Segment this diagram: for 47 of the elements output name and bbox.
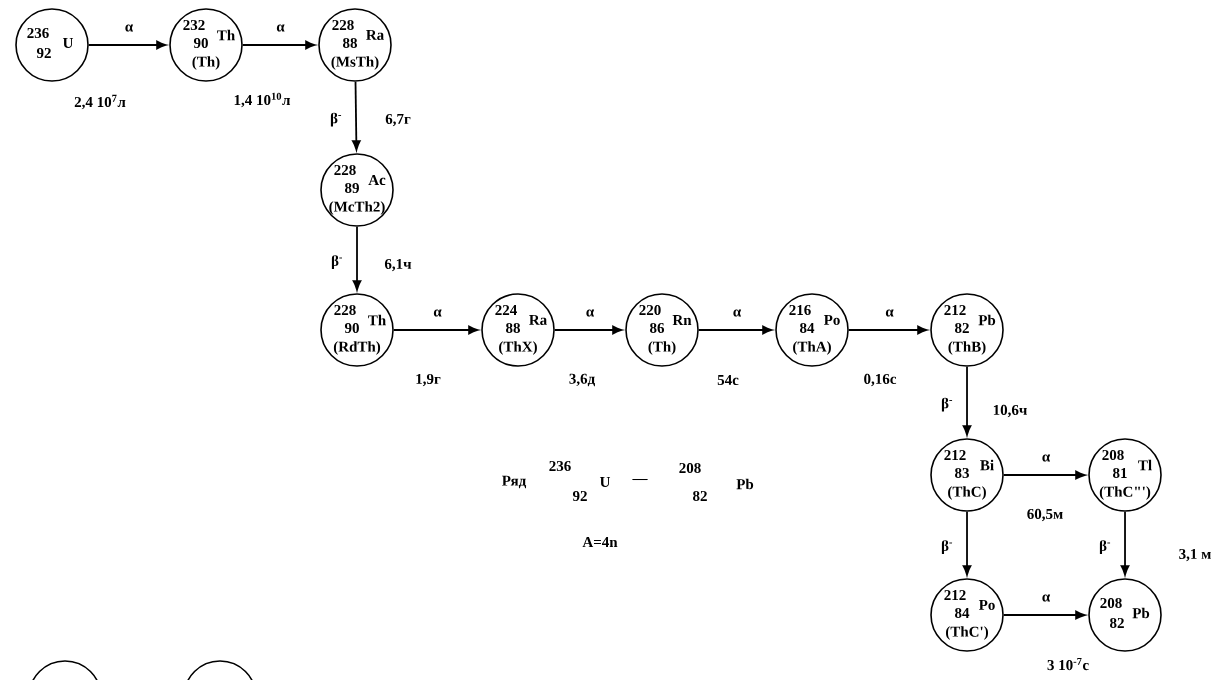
edge-label: β$^{-}$ (941, 540, 953, 554)
half-life-label: 3,6д (569, 373, 595, 387)
half-life-label: 54с (717, 375, 739, 385)
half-life-label: 2,4 10$^{7}$л (74, 94, 126, 110)
half-life-label: 6,7г (385, 113, 411, 127)
series-label: Ряд (502, 475, 527, 489)
edge-label: β$^{-}$ (1099, 540, 1111, 554)
arrow (1002, 610, 1086, 620)
half-life-label: 0,16с (864, 373, 897, 387)
series-label: Pb (736, 478, 754, 490)
arrow (962, 365, 972, 436)
arrow (847, 325, 928, 335)
arrow (352, 225, 362, 291)
edge-label: α (276, 24, 285, 32)
arrow (241, 40, 316, 50)
edge-label: α (1042, 594, 1051, 602)
edge-label: β$^{-}$ (941, 397, 953, 412)
edge-label: α (885, 309, 894, 317)
series-label: 82 (693, 490, 707, 502)
half-life-label: 3 10$^{-7}$с (1047, 657, 1089, 671)
edge-label: β$^{-}$ (331, 255, 343, 269)
series-label: — (632, 479, 648, 481)
series-label: 92 (572, 490, 587, 502)
half-life-label: 3,1 м (1179, 548, 1211, 562)
series-label: 236 (549, 460, 571, 472)
arrow (1120, 510, 1130, 576)
series-label: U (599, 477, 611, 487)
arrow (392, 325, 479, 335)
series-label: 208 (679, 462, 701, 474)
half-life-label: 1,9г (416, 373, 441, 387)
edge-label: α (433, 309, 442, 317)
arrow (1002, 470, 1086, 480)
arrow (87, 40, 167, 50)
edge-label: α (1042, 454, 1051, 462)
arrow (352, 80, 361, 151)
arrow (697, 325, 773, 335)
arrow (553, 325, 623, 335)
edge-label: α (125, 24, 134, 32)
half-life-label: 60,5м (1027, 508, 1063, 522)
edge-label: β$^{-}$ (330, 112, 342, 127)
edge-label: α (586, 309, 595, 317)
arrow (962, 510, 972, 576)
half-life-label: 10,6ч (993, 404, 1027, 418)
half-life-label: 1,4 10$^{10}$л (234, 92, 291, 108)
edge-label: α (733, 309, 742, 317)
half-life-label: 6,1ч (384, 258, 412, 272)
series-label: A=4n (582, 537, 618, 547)
